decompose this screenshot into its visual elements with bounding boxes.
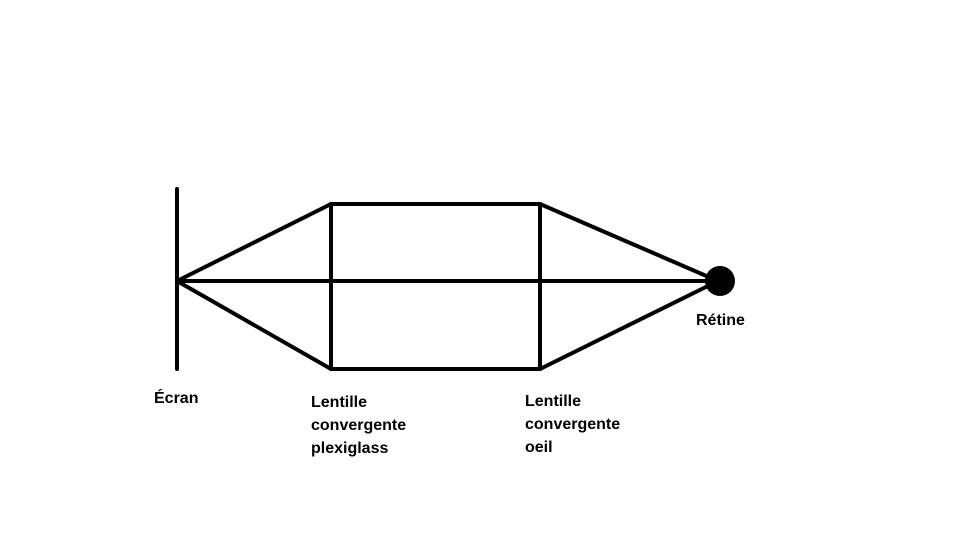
retina-dot	[705, 266, 735, 296]
retina-label: Rétine	[696, 312, 745, 329]
eye-lens-label-line-1: Lentille	[525, 393, 582, 410]
plexiglass-lens-label-line-2: convergente	[311, 417, 407, 434]
upper-ray-screen-to-lens	[175, 202, 333, 283]
screen-label: Écran	[154, 390, 199, 407]
eye-lens-label-line-3: oeil	[525, 439, 553, 456]
plexiglass-lens-label-line-3: plexiglass	[311, 440, 389, 457]
eye-lens-label-line-2: convergente	[525, 416, 621, 433]
eye-lens-label: Lentille convergente oeil	[525, 390, 620, 459]
plexiglass-lens-label-line-1: Lentille	[311, 394, 368, 411]
plexiglass-lens-label: Lentille convergente plexiglass	[311, 391, 406, 460]
lower-ray-screen-to-lens	[175, 279, 333, 371]
upper-ray-lens-to-retina	[538, 202, 720, 283]
lower-ray-lens-to-retina	[538, 279, 720, 371]
